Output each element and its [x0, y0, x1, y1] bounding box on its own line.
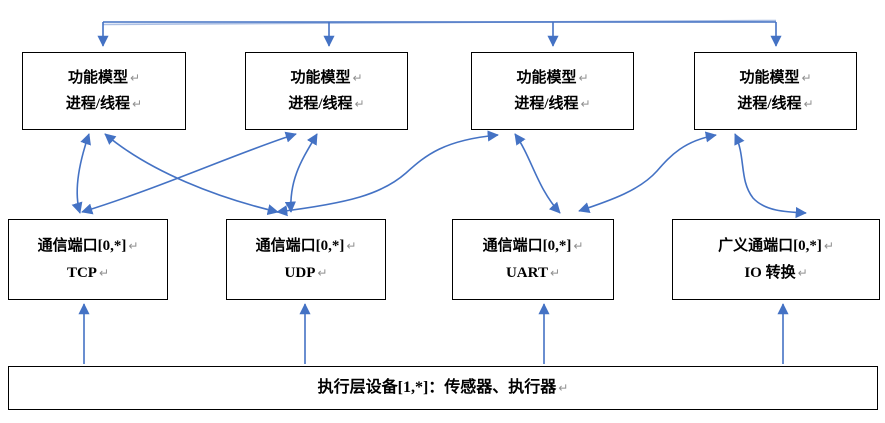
box-text: 广义通端口[0,*]	[718, 237, 822, 254]
return-mark: ↵	[580, 96, 591, 111]
return-mark: ↵	[346, 238, 357, 253]
box-text: 通信端口[0,*]	[37, 237, 127, 254]
return-mark: ↵	[132, 96, 143, 111]
box-text: 功能模型	[67, 69, 128, 86]
arrow-tcp-func2	[81, 131, 297, 215]
box-text: UART	[505, 264, 548, 281]
return-mark: ↵	[317, 265, 328, 280]
top-bus-line-shadow	[102, 19, 777, 26]
arrow-func1-udp	[104, 133, 279, 216]
comm-port-box-udp: 通信端口[0,*]↵ UDP↵	[226, 219, 386, 300]
arrow-udp-func3	[276, 130, 499, 217]
return-mark: ↵	[803, 96, 814, 111]
return-mark: ↵	[578, 70, 589, 85]
return-mark: ↵	[354, 96, 365, 111]
return-mark: ↵	[128, 238, 139, 253]
return-mark: ↵	[797, 265, 808, 280]
comm-port-box-uart: 通信端口[0,*]↵ UART↵	[452, 219, 614, 300]
arrow-func4-io	[734, 133, 807, 219]
return-mark: ↵	[549, 265, 561, 280]
box-text: 进程/线程	[288, 95, 353, 112]
box-text: 通信端口[0,*]	[255, 237, 345, 254]
box-text: 进程/线程	[737, 95, 802, 112]
function-model-box-1: 功能模型↵ 进程/线程↵	[22, 52, 186, 130]
box-text: 功能模型	[290, 69, 351, 86]
box-text: 进程/线程	[514, 95, 579, 112]
function-model-box-3: 功能模型↵ 进程/线程↵	[471, 52, 634, 130]
function-model-box-2: 功能模型↵ 进程/线程↵	[245, 52, 408, 130]
box-text: 通信端口[0,*]	[482, 237, 572, 254]
return-mark: ↵	[98, 265, 110, 280]
generic-port-box-io: 广义通端口[0,*]↵ IO 转换↵	[672, 219, 880, 300]
box-text: IO 转换	[744, 264, 796, 281]
box-text: 功能模型	[516, 69, 577, 86]
return-mark: ↵	[801, 70, 812, 85]
return-mark: ↵	[129, 70, 141, 85]
box-text: 进程/线程	[65, 95, 131, 112]
arrow-func2-udp	[284, 133, 318, 213]
return-mark: ↵	[352, 70, 363, 85]
box-text: UDP	[284, 264, 316, 281]
box-text: 功能模型	[739, 69, 800, 86]
return-mark: ↵	[823, 238, 834, 253]
comm-port-box-tcp: 通信端口[0,*]↵ TCP↵	[8, 219, 168, 300]
return-mark: ↵	[558, 381, 569, 395]
arrow-func1-tcp	[71, 133, 91, 214]
arrow-uart-func4	[578, 131, 717, 214]
box-text: TCP	[66, 264, 97, 281]
execution-layer-box: 执行层设备[1,*]：传感器、执行器↵	[8, 366, 878, 410]
return-mark: ↵	[573, 238, 584, 253]
function-model-box-4: 功能模型↵ 进程/线程↵	[694, 52, 857, 130]
arrow-func3-uart	[514, 133, 561, 214]
box-text: 执行层设备[1,*]：传感器、执行器	[317, 379, 557, 396]
